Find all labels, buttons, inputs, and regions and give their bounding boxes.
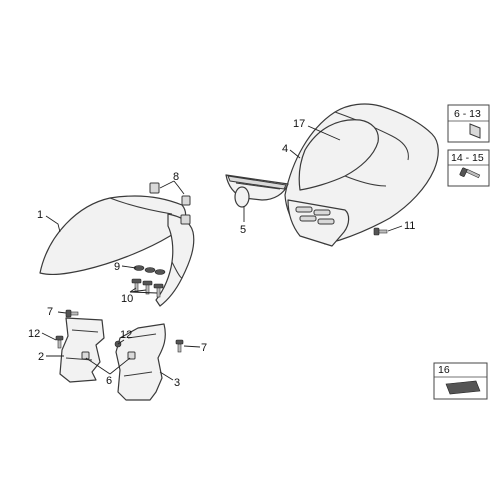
callout-7a: 7 <box>47 306 53 318</box>
callout-11: 11 <box>404 220 415 232</box>
small-screws <box>55 309 184 353</box>
inner-cover-left <box>59 317 105 383</box>
callout-10: 10 <box>121 293 133 305</box>
washer-9c <box>154 269 166 275</box>
callout-12b: 12 <box>120 329 132 341</box>
ref-box-16: 16 <box>433 362 488 400</box>
grille-slot-1 <box>295 206 313 213</box>
ref-box-6-13-label: 6 - 13 <box>454 108 481 120</box>
clip-6a <box>81 351 90 360</box>
inner-cover-right <box>115 323 166 401</box>
callout-3: 3 <box>174 377 180 389</box>
screw-icon <box>459 167 481 179</box>
callout-12a: 12 <box>28 328 40 340</box>
adhesive-pad-icon <box>445 380 481 395</box>
grille-slot-2 <box>313 209 331 216</box>
front-mudguard <box>39 195 195 307</box>
washer-9b <box>144 267 156 273</box>
screw-12a <box>55 335 64 349</box>
callout-17: 17 <box>293 118 305 130</box>
clip-lower <box>181 195 191 206</box>
grille-slot-3 <box>299 215 317 222</box>
screw-7a <box>65 309 79 318</box>
leader-lines <box>41 125 403 381</box>
screw-7b <box>175 339 184 353</box>
mudguard-screws <box>131 265 166 298</box>
ref-box-16-label: 16 <box>438 364 450 376</box>
callout-1: 1 <box>37 209 43 221</box>
callout-6: 6 <box>106 375 112 387</box>
front-shield <box>284 103 439 247</box>
clip-set <box>149 182 191 206</box>
clip-6b <box>127 351 136 360</box>
callout-7b: 7 <box>201 342 207 354</box>
callout-2: 2 <box>38 351 44 363</box>
ref-box-14-15: 14 - 15 <box>447 149 490 187</box>
ref-box-14-15-label: 14 - 15 <box>451 152 484 164</box>
screw-11 <box>373 227 388 236</box>
headlight-lens <box>225 174 289 208</box>
clip-icon <box>469 123 481 139</box>
ref-box-6-13: 6 - 13 <box>447 104 490 143</box>
screw-10c <box>153 283 164 298</box>
callout-5: 5 <box>240 224 246 236</box>
clip-upper <box>149 182 160 194</box>
callout-4: 4 <box>282 143 288 155</box>
grille-slot-4 <box>317 218 335 225</box>
callout-8: 8 <box>173 171 179 183</box>
screw-10b <box>142 280 153 295</box>
mudguard-clip <box>180 214 191 225</box>
callout-labels: 1 8 9 10 4 17 5 11 7 12 2 12 6 7 3 <box>28 118 415 389</box>
callout-9: 9 <box>114 261 120 273</box>
